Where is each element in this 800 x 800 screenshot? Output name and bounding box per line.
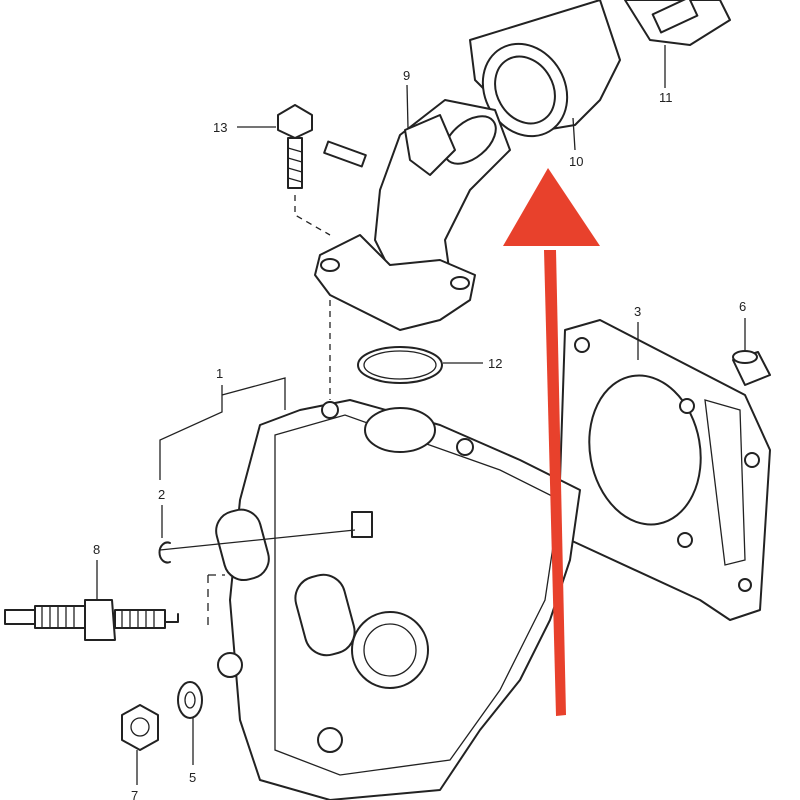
red-arrow-annotation (503, 168, 600, 716)
label-1: 1 (216, 366, 223, 381)
label-10: 10 (569, 154, 583, 169)
part-10-intake-boot (469, 0, 621, 151)
part-5-washer (177, 681, 203, 765)
label-8: 8 (93, 542, 100, 557)
arrow-shaft (544, 250, 566, 716)
part-11-clamp (624, 0, 731, 88)
part-13-bolt (237, 104, 331, 236)
part-7-nut (121, 704, 159, 785)
part-2-clip (158, 505, 171, 564)
label-3: 3 (634, 304, 641, 319)
label-9: 9 (403, 68, 410, 83)
arrow-head (503, 168, 600, 246)
label-13: 13 (213, 120, 227, 135)
label-11: 11 (659, 90, 673, 105)
part-8-spark-plug (4, 560, 179, 641)
part-9-intake-pipe (314, 84, 511, 331)
part-12-o-ring (329, 300, 483, 400)
part-3-gasket (559, 319, 771, 621)
label-5: 5 (189, 770, 196, 785)
label-6: 6 (739, 299, 746, 314)
part-6-dowel-pin (732, 318, 771, 386)
label-7: 7 (131, 788, 138, 800)
label-2: 2 (158, 487, 165, 502)
part-1-cylinder-head (159, 377, 581, 800)
label-12: 12 (488, 356, 502, 371)
